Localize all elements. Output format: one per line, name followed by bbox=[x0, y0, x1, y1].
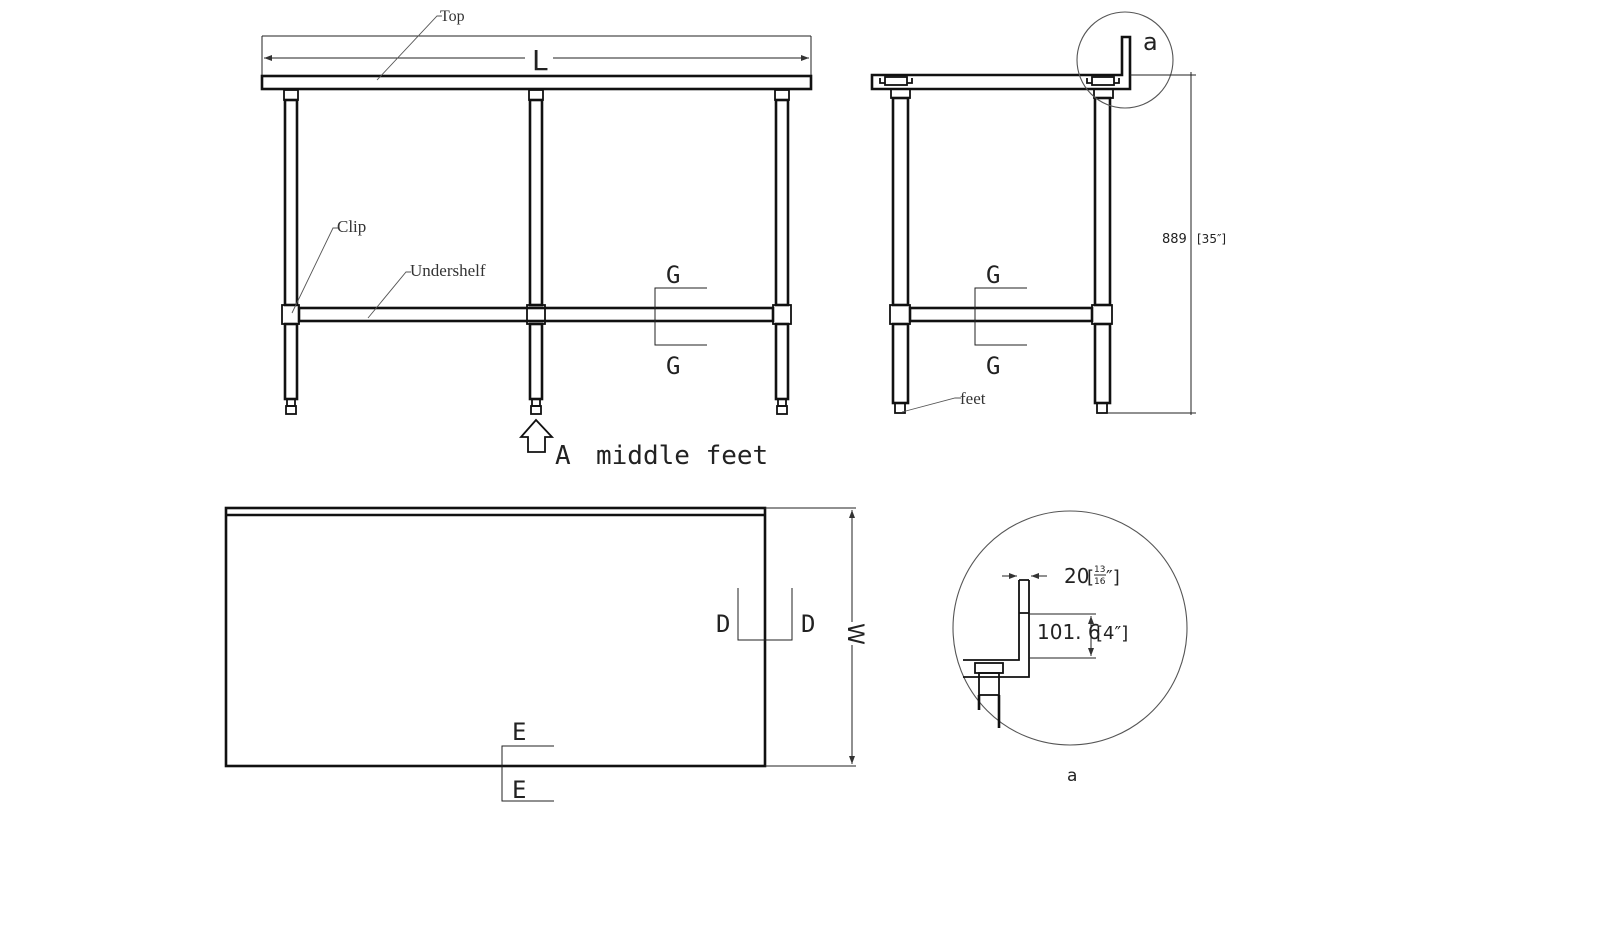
front-legs bbox=[281, 89, 792, 415]
arrow-up-icon bbox=[519, 418, 555, 453]
svg-text:[: [ bbox=[1087, 567, 1094, 588]
plan-outline bbox=[224, 506, 767, 768]
width-dimension: W bbox=[765, 507, 867, 767]
plan-view: W D D E E bbox=[224, 506, 867, 804]
section-mark-g-side: G G bbox=[974, 261, 1027, 380]
svg-text:Top: Top bbox=[440, 8, 465, 25]
svg-text:[35″]: [35″] bbox=[1197, 232, 1226, 246]
detail-a-caption: a bbox=[1067, 766, 1077, 786]
svg-text:G: G bbox=[666, 261, 680, 289]
svg-text:Clip: Clip bbox=[337, 217, 366, 236]
svg-text:13: 13 bbox=[1094, 565, 1105, 575]
detail-a-callout: a bbox=[1076, 11, 1174, 109]
feet-callout: feet bbox=[901, 389, 986, 413]
svg-text:E: E bbox=[512, 718, 526, 746]
svg-text:G: G bbox=[986, 352, 1000, 380]
undershelf-callout: Undershelf bbox=[367, 261, 486, 319]
side-view: a feet G G 889 [35″] bbox=[870, 11, 1226, 415]
front-view: L bbox=[260, 8, 813, 471]
section-mark-e: E E bbox=[501, 718, 554, 804]
svg-text:A: A bbox=[555, 441, 571, 471]
section-mark-d: D D bbox=[716, 588, 815, 641]
svg-text:W: W bbox=[842, 623, 867, 645]
side-table-top bbox=[870, 35, 1132, 91]
top-callout: Top bbox=[376, 8, 465, 81]
detail-a: 20 [ 13 16 ″] 101. 6 [4″] a bbox=[952, 510, 1188, 786]
svg-text:G: G bbox=[666, 352, 680, 380]
undershelf bbox=[297, 306, 775, 323]
svg-text:″]: ″] bbox=[1106, 567, 1120, 588]
svg-text:Undershelf: Undershelf bbox=[410, 261, 486, 280]
section-mark-g-front: G G bbox=[654, 261, 707, 380]
svg-text:G: G bbox=[986, 261, 1000, 289]
svg-text:20: 20 bbox=[1064, 564, 1089, 588]
length-label: L bbox=[532, 44, 548, 77]
svg-text:16: 16 bbox=[1094, 577, 1106, 587]
middle-feet-note: A middle feet bbox=[519, 418, 768, 471]
length-dimension: L bbox=[261, 35, 812, 77]
svg-text:101. 6: 101. 6 bbox=[1037, 620, 1101, 644]
svg-text:[4″]: [4″] bbox=[1096, 623, 1128, 644]
clip-callout: Clip bbox=[291, 217, 366, 314]
height-dimension: 889 [35″] bbox=[1107, 72, 1226, 415]
svg-text:E: E bbox=[512, 776, 526, 804]
svg-text:889: 889 bbox=[1162, 232, 1187, 247]
svg-text:D: D bbox=[801, 610, 815, 638]
svg-text:middle feet: middle feet bbox=[596, 441, 768, 471]
svg-text:a: a bbox=[1143, 28, 1158, 56]
svg-text:D: D bbox=[716, 610, 730, 638]
svg-text:feet: feet bbox=[960, 389, 986, 408]
table-top bbox=[260, 74, 813, 91]
